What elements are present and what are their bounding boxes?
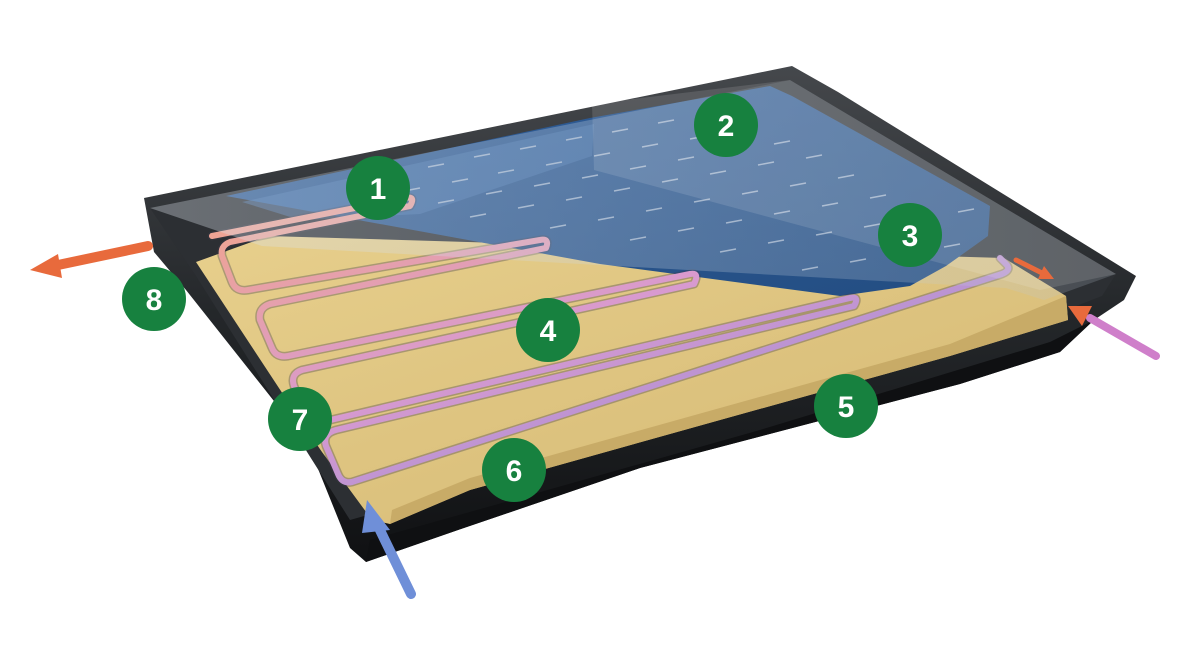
marker-3: 3 [878,203,942,267]
small-hot-inlet-arrow-head [1038,266,1054,279]
warm-inlet-arrow-head [1068,306,1092,326]
marker-3-label: 3 [902,220,919,253]
marker-4-label: 4 [540,315,557,348]
marker-4: 4 [516,298,580,362]
marker-7-label: 7 [292,404,309,437]
marker-7: 7 [268,387,332,451]
marker-1: 1 [346,156,410,220]
hot-outlet-arrow-head [30,254,62,278]
pipe-body [209,194,1012,486]
flow-arrows [30,241,1160,599]
cold-inlet-arrow [362,500,416,599]
hot-outlet-arrow [30,241,153,278]
marker-5: 5 [814,374,878,438]
frame-side-shadow [366,320,1094,562]
marker-5-label: 5 [838,391,855,424]
marker-2-label: 2 [718,110,735,143]
small-hot-inlet-arrow [1013,257,1054,279]
serpentine-pipe [207,193,1013,487]
markers: 1 2 3 4 5 6 7 8 [122,93,942,502]
marker-6: 6 [482,438,546,502]
cold-inlet-arrow-head [362,500,390,533]
marker-2: 2 [694,93,758,157]
marker-8: 8 [122,267,186,331]
marker-1-label: 1 [370,173,387,206]
cold-inlet-arrow-shaft [373,521,416,599]
warm-inlet-arrow-shaft [1086,314,1160,360]
marker-8-label: 8 [146,284,163,317]
insulation-edge [390,296,1068,524]
marker-6-label: 6 [506,455,523,488]
warm-inlet-arrow [1068,306,1160,360]
hot-outlet-arrow-shaft [53,241,153,270]
glass-surface [150,80,1116,300]
